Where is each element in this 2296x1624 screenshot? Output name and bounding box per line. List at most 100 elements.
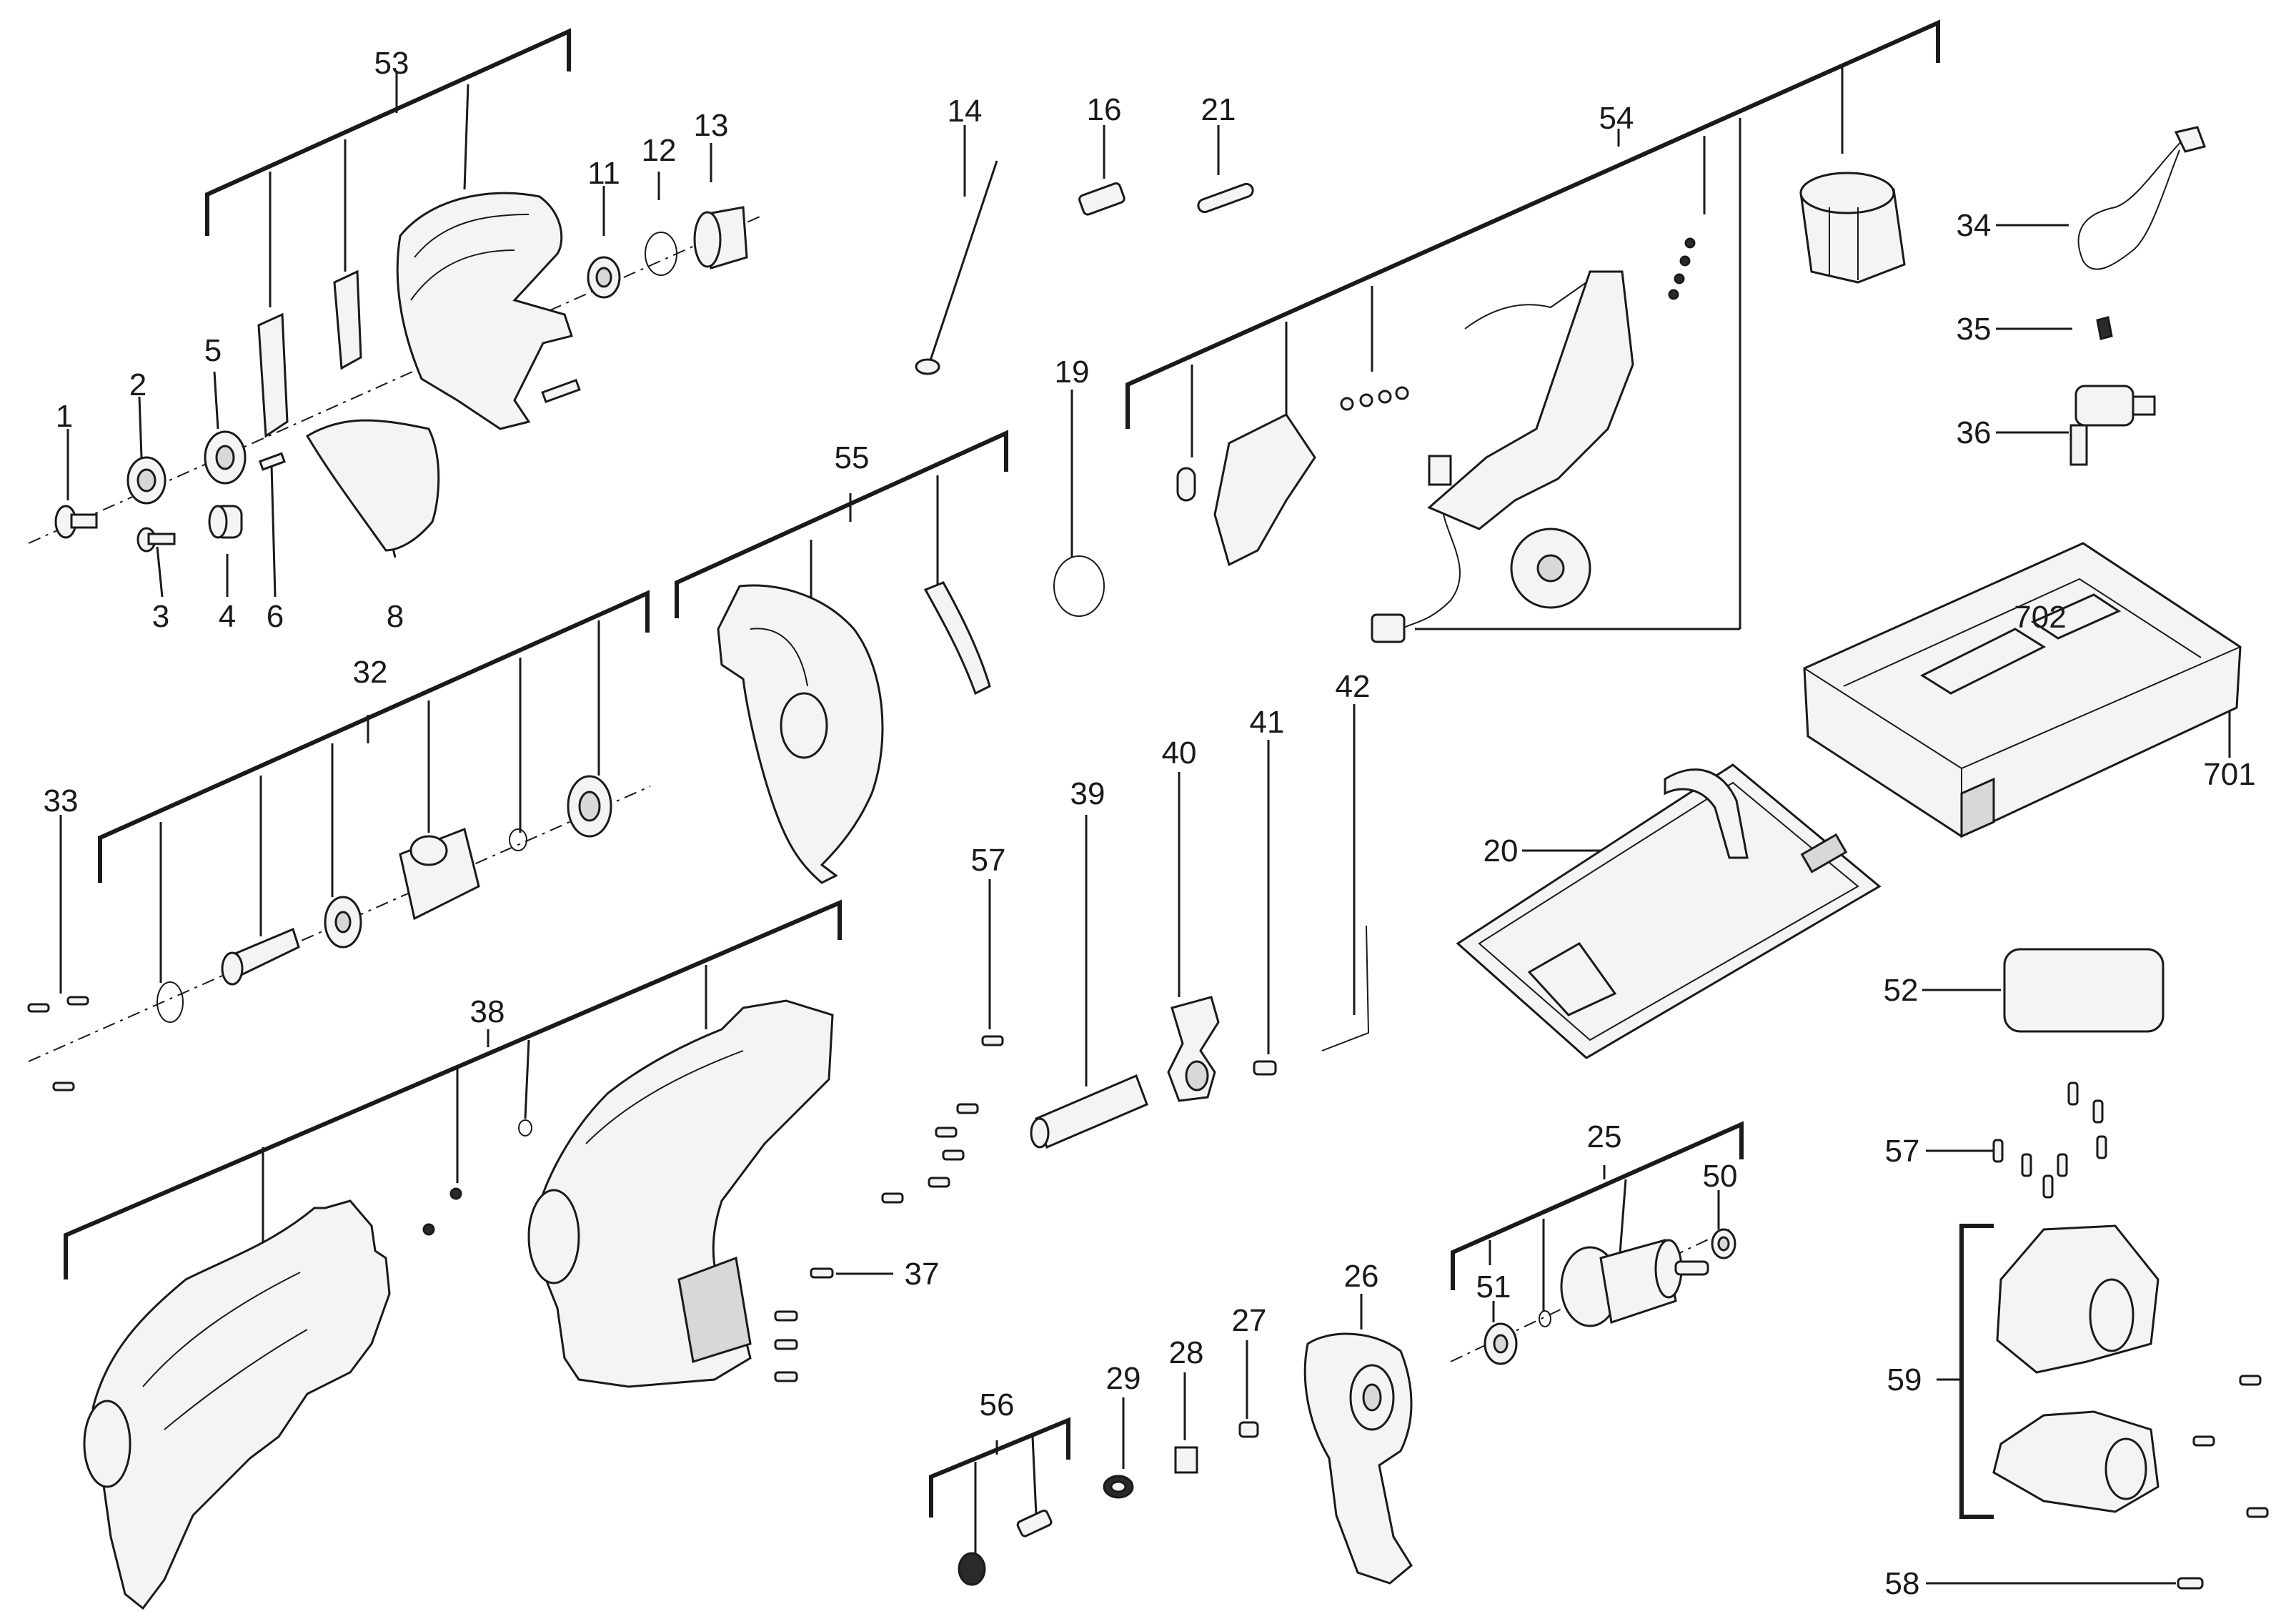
bracket-25 — [1451, 1121, 1744, 1290]
part-59-motor-housing-lower — [1992, 1410, 2160, 1513]
callout-11: 11 — [587, 156, 620, 191]
callout-39: 39 — [1070, 776, 1105, 811]
part-38-pin-a — [449, 1187, 462, 1200]
part-50-bearing — [1711, 1228, 1736, 1259]
callout-53: 53 — [374, 46, 409, 81]
part-38-small-ring — [518, 1119, 532, 1137]
callout-34: 34 — [1957, 208, 1992, 243]
callout-20: 20 — [1484, 833, 1519, 868]
part-16-pin — [1078, 182, 1125, 216]
callout-25: 25 — [1587, 1119, 1622, 1154]
callout-52: 52 — [1884, 973, 1919, 1008]
part-56-knob-set — [958, 1509, 1053, 1586]
part-2-outer-flange — [126, 456, 167, 505]
part-38-housing-right — [527, 999, 834, 1388]
part-52-label-plate — [2003, 948, 2165, 1033]
part-38-pin-b — [422, 1223, 435, 1236]
callout-54: 54 — [1599, 101, 1634, 136]
callout-55: 55 — [835, 440, 870, 475]
part-42-hex-key — [1321, 925, 1370, 1051]
part-33-screws — [27, 996, 89, 1091]
part-55-guard-strip — [923, 581, 991, 695]
part-58-screw — [2177, 1577, 2204, 1590]
part-57-screws-right — [1992, 1081, 2107, 1199]
callout-51: 51 — [1476, 1269, 1511, 1304]
part-39-shaft — [1030, 1074, 1148, 1149]
callout-1: 1 — [56, 399, 73, 434]
part-32-spindle-assembly — [156, 775, 612, 1023]
callout-702: 702 — [2014, 600, 2066, 635]
part-35-spring — [2096, 316, 2113, 340]
bracket-53 — [205, 28, 571, 236]
part-3-screw — [136, 527, 176, 553]
leader-lines — [59, 66, 2231, 1585]
callout-40: 40 — [1162, 736, 1197, 771]
bracket-56 — [929, 1417, 1070, 1517]
callout-35: 35 — [1957, 312, 1992, 347]
callout-5: 5 — [204, 333, 222, 368]
bracket-38 — [64, 899, 842, 1279]
callout-36: 36 — [1957, 415, 1992, 450]
callout-28: 28 — [1169, 1335, 1204, 1370]
part-36-connector — [2069, 385, 2156, 466]
part-12-retaining-ring — [645, 232, 677, 276]
callout-6: 6 — [267, 599, 284, 634]
callout-13: 13 — [694, 108, 729, 143]
part-19-o-ring — [1053, 555, 1105, 617]
part-57-screws-left — [881, 1035, 1004, 1204]
callout-38: 38 — [470, 994, 505, 1029]
callout-50: 50 — [1703, 1159, 1738, 1194]
part-34-hose-fitting — [2174, 126, 2206, 153]
part-59-motor-housing-upper — [1996, 1224, 2160, 1374]
part-13-sleeve — [693, 206, 748, 269]
part-55-blade-guard — [717, 584, 884, 884]
part-6-screw — [258, 452, 286, 471]
callout-701: 701 — [2203, 757, 2255, 792]
callout-3: 3 — [152, 599, 169, 634]
callout-33: 33 — [44, 783, 79, 818]
part-54-switch-assembly — [1176, 237, 1696, 643]
part-26-fan-baffle — [1303, 1332, 1413, 1585]
part-41-screw — [1253, 1060, 1277, 1076]
callout-41: 41 — [1250, 705, 1285, 740]
part-29-spring — [1103, 1475, 1134, 1499]
bracket-55 — [675, 430, 1008, 618]
callout-56: 56 — [980, 1387, 1015, 1422]
part-21-pin — [1197, 182, 1254, 214]
part-54-motor-can — [1799, 172, 1906, 284]
callout-19: 19 — [1055, 355, 1090, 390]
part-53-plate-a — [257, 312, 289, 438]
callout-16: 16 — [1087, 92, 1122, 127]
part-28-bushing — [1174, 1446, 1198, 1474]
part-20-base-plate — [1456, 763, 1882, 1059]
callout-58: 58 — [1885, 1566, 1920, 1601]
part-53-upper-blade-guard — [396, 192, 581, 430]
part-27-pin — [1238, 1421, 1259, 1438]
bracket-32 — [98, 590, 650, 883]
part-25-washer — [1539, 1310, 1551, 1327]
part-1-bolt — [54, 505, 98, 539]
part-5-inner-flange — [204, 430, 247, 485]
callout-29: 29 — [1106, 1361, 1141, 1396]
part-53-plate-b — [333, 269, 362, 370]
part-8-lower-guard — [305, 419, 440, 552]
callout-59: 59 — [1887, 1362, 1922, 1397]
part-14-long-screw — [915, 160, 998, 375]
callout-57-right: 57 — [1885, 1134, 1920, 1169]
assembly-axes — [28, 214, 1730, 1362]
part-37-screws — [774, 1267, 834, 1382]
part-51-bearing — [1484, 1322, 1518, 1365]
callout-21: 21 — [1201, 92, 1236, 127]
bracket-59 — [1959, 1224, 1994, 1519]
callout-labels: 53 1 2 3 4 5 6 8 11 12 13 14 16 21 19 54… — [44, 46, 2256, 1601]
callout-27: 27 — [1232, 1303, 1267, 1338]
part-34-hose — [2077, 135, 2187, 270]
part-38-housing-left — [83, 1199, 391, 1610]
callout-12: 12 — [642, 133, 677, 168]
callout-14: 14 — [948, 94, 983, 129]
callout-42: 42 — [1336, 669, 1371, 704]
part-11-washer — [587, 256, 621, 299]
callout-57-left: 57 — [971, 843, 1006, 878]
callout-26: 26 — [1344, 1259, 1379, 1294]
